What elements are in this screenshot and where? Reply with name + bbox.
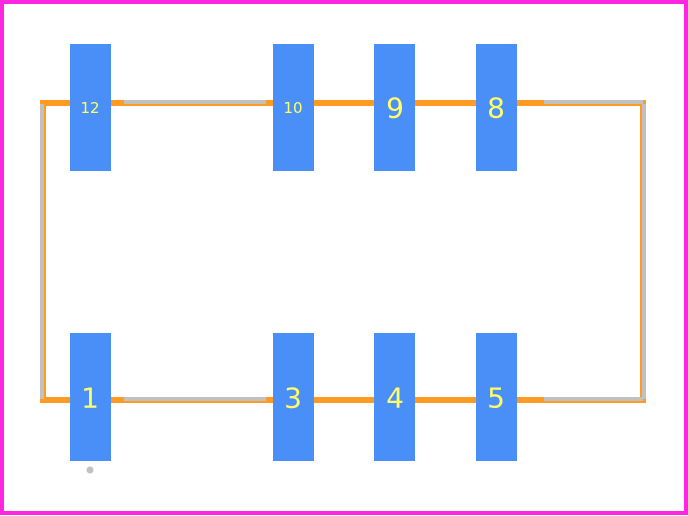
pad-9: 9 bbox=[374, 44, 415, 171]
pad-3-copper bbox=[273, 333, 314, 461]
pad-4-label: 4 bbox=[386, 382, 404, 415]
pad-1-copper bbox=[70, 333, 111, 461]
pad-3-label: 3 bbox=[284, 382, 302, 415]
pad-10: 10 bbox=[273, 44, 314, 171]
pad-1: 1 bbox=[70, 333, 111, 461]
pad-5-label: 5 bbox=[487, 382, 505, 415]
pin1-marker-dot bbox=[86, 466, 94, 474]
pad-12-label: 12 bbox=[80, 99, 99, 117]
pad-3: 3 bbox=[273, 333, 314, 461]
pad-8-label: 8 bbox=[487, 92, 505, 125]
pad-12-copper bbox=[70, 44, 111, 171]
pad-5: 5 bbox=[476, 333, 517, 461]
pad-10-label: 10 bbox=[283, 99, 302, 117]
courtyard-outline bbox=[40, 100, 646, 403]
silkscreen bbox=[40, 100, 646, 401]
pad-4: 4 bbox=[374, 333, 415, 461]
pad-12: 12 bbox=[70, 44, 111, 171]
pad-4-copper bbox=[374, 333, 415, 461]
pad-9-copper bbox=[374, 44, 415, 171]
pad-5-copper bbox=[476, 333, 517, 461]
pad-9-label: 9 bbox=[386, 92, 404, 125]
pad-8: 8 bbox=[476, 44, 517, 171]
pad-1-label: 1 bbox=[81, 382, 99, 415]
pad-10-copper bbox=[273, 44, 314, 171]
pad-8-copper bbox=[476, 44, 517, 171]
